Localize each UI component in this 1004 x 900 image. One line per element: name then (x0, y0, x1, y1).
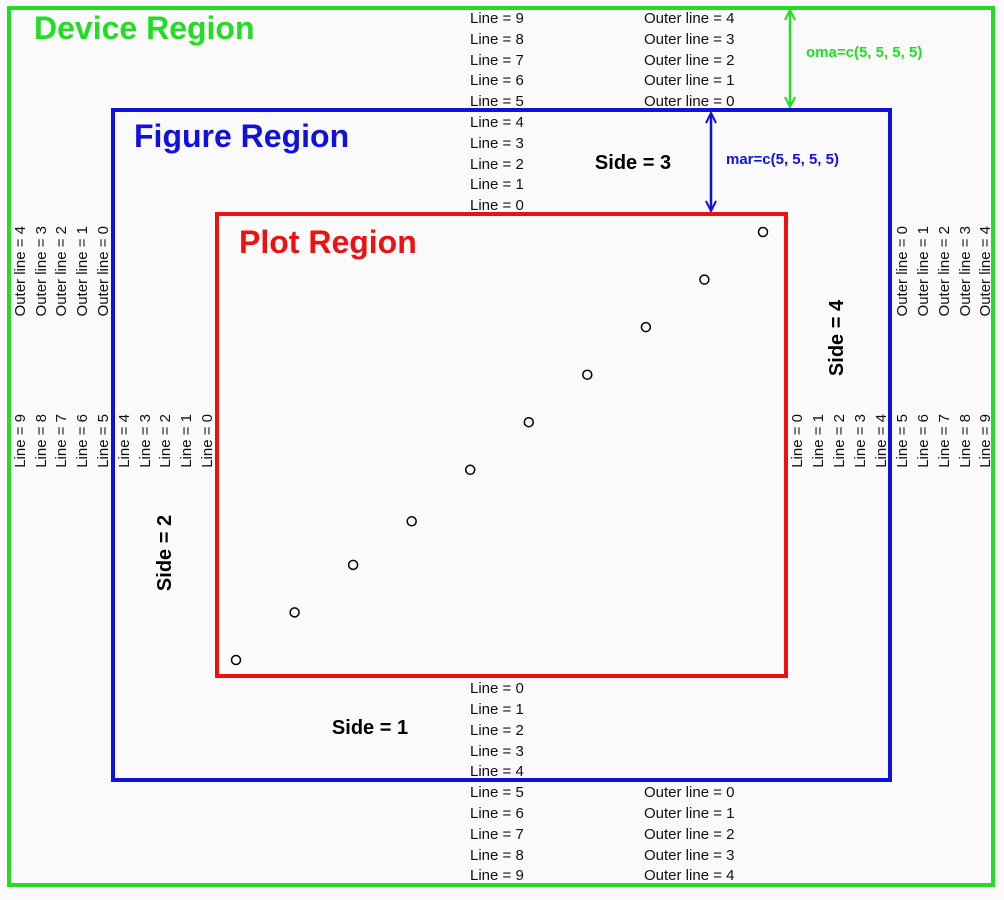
scatter-point (406, 516, 417, 527)
right-outer-line-label: Outer line = 3 (957, 226, 974, 316)
bottom-line-label: Line = 4 (470, 763, 524, 780)
bottom-outer-line-label: Outer line = 3 (644, 847, 734, 864)
scatter-point (640, 321, 652, 333)
left-line-label: Line = 0 (199, 414, 216, 468)
scatter-point (347, 559, 359, 571)
bottom-line-label: Line = 5 (470, 784, 524, 801)
top-outer-line-label: Outer line = 4 (644, 10, 734, 27)
top-line-label: Line = 8 (470, 31, 524, 48)
device-region-border (7, 6, 995, 887)
bottom-line-label: Line = 6 (470, 805, 524, 822)
right-line-label: Line = 5 (894, 414, 911, 468)
top-outer-line-label: Outer line = 2 (644, 52, 734, 69)
bottom-outer-line-label: Outer line = 2 (644, 826, 734, 843)
left-outer-line-label: Outer line = 3 (33, 226, 50, 316)
bottom-line-label: Line = 1 (470, 701, 524, 718)
left-outer-line-label: Outer line = 0 (95, 226, 112, 316)
bottom-outer-line-label: Outer line = 1 (644, 805, 734, 822)
left-line-label: Line = 7 (53, 414, 70, 468)
left-line-label: Line = 9 (12, 414, 29, 468)
oma-label: oma=c(5, 5, 5, 5) (806, 44, 922, 61)
bottom-outer-line-label: Outer line = 0 (644, 784, 734, 801)
right-outer-line-label: Outer line = 4 (977, 226, 994, 316)
figure-region-border (111, 108, 892, 782)
top-line-label: Line = 6 (470, 72, 524, 89)
scatter-point (699, 274, 710, 285)
top-line-label: Line = 4 (470, 114, 524, 131)
right-outer-line-label: Outer line = 0 (894, 226, 911, 316)
bottom-line-label: Line = 8 (470, 847, 524, 864)
left-line-label: Line = 6 (74, 414, 91, 468)
scatter-point (582, 369, 593, 380)
top-line-label: Line = 2 (470, 156, 524, 173)
top-outer-line-label: Outer line = 3 (644, 31, 734, 48)
top-outer-line-label: Outer line = 0 (644, 93, 734, 110)
left-outer-line-label: Outer line = 1 (74, 226, 91, 316)
right-outer-line-label: Outer line = 1 (915, 226, 932, 316)
scatter-points (230, 226, 769, 666)
top-line-label: Line = 5 (470, 93, 524, 110)
top-line-label: Line = 7 (470, 52, 524, 69)
right-line-label: Line = 7 (936, 414, 953, 468)
side-3-label: Side = 3 (595, 152, 671, 174)
scatter-point (523, 416, 535, 428)
right-line-label: Line = 8 (957, 414, 974, 468)
left-line-label: Line = 8 (33, 414, 50, 468)
right-line-label: Line = 1 (810, 414, 827, 468)
scatter-point (230, 654, 242, 666)
top-line-label: Line = 9 (470, 10, 524, 27)
scatter-point (464, 464, 476, 476)
right-line-label: Line = 0 (789, 414, 806, 468)
scatter-point (289, 607, 300, 618)
right-line-label: Line = 9 (977, 414, 994, 468)
side-1-label: Side = 1 (332, 717, 408, 739)
side-2-label: Side = 2 (154, 515, 176, 591)
side-4-label: Side = 4 (826, 299, 848, 376)
left-outer-line-label: Outer line = 2 (53, 226, 70, 316)
right-line-label: Line = 2 (831, 414, 848, 468)
right-line-label: Line = 6 (915, 414, 932, 468)
device-region-title: Device Region (34, 10, 255, 46)
right-line-label: Line = 4 (873, 414, 890, 468)
bottom-line-label: Line = 0 (470, 680, 524, 697)
top-line-label: Line = 1 (470, 176, 524, 193)
top-line-label: Line = 3 (470, 135, 524, 152)
left-outer-line-label: Outer line = 4 (12, 226, 29, 316)
left-line-label: Line = 1 (178, 414, 195, 468)
right-line-label: Line = 3 (852, 414, 869, 468)
left-line-label: Line = 2 (157, 414, 174, 468)
bottom-line-label: Line = 7 (470, 826, 524, 843)
left-line-label: Line = 4 (116, 414, 133, 468)
top-line-label: Line = 0 (470, 197, 524, 214)
bottom-line-label: Line = 3 (470, 743, 524, 760)
right-outer-line-label: Outer line = 2 (936, 226, 953, 316)
plot-region-border (215, 212, 788, 678)
mar-label: mar=c(5, 5, 5, 5) (726, 151, 839, 168)
bottom-line-label: Line = 2 (470, 722, 524, 739)
bottom-line-label: Line = 9 (470, 867, 524, 884)
scatter-point (757, 226, 769, 238)
bottom-outer-line-label: Outer line = 4 (644, 867, 734, 884)
top-outer-line-label: Outer line = 1 (644, 72, 734, 89)
left-line-label: Line = 5 (95, 414, 112, 468)
figure-region-title: Figure Region (134, 118, 349, 154)
left-line-label: Line = 3 (137, 414, 154, 468)
plot-region-title: Plot Region (239, 224, 417, 260)
